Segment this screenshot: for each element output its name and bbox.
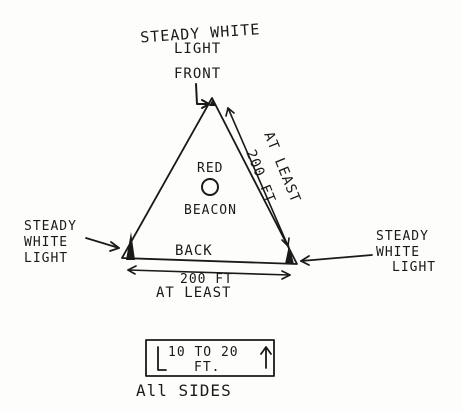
front-label: FRONT bbox=[174, 66, 221, 82]
box-label-line2: FT. bbox=[194, 360, 220, 375]
base-measure-arrowhead-right bbox=[281, 270, 291, 280]
all-sides-label: All SIDES bbox=[136, 381, 232, 400]
front-light-marker bbox=[209, 99, 216, 106]
side-measure-line bbox=[227, 107, 289, 247]
base-measure-label-line2: AT LEAST bbox=[156, 285, 231, 301]
front-light-label-line2: LIGHT bbox=[174, 41, 221, 57]
back-label: BACK bbox=[175, 243, 213, 259]
spacing-box-down-mark bbox=[157, 346, 167, 371]
base-measure-label-line1: 200 FT bbox=[180, 272, 233, 287]
spacing-box-up-arrow bbox=[260, 346, 272, 369]
base-measure-arrowhead-left bbox=[127, 265, 137, 275]
center-label-line1: RED bbox=[197, 161, 223, 176]
base-measure-line bbox=[127, 269, 291, 276]
right-light-label-line2: WHITE bbox=[376, 245, 420, 260]
front-pointer-arrow bbox=[195, 83, 209, 105]
right-light-arrowhead bbox=[300, 255, 310, 266]
center-label-line2: BEACON bbox=[184, 203, 237, 218]
left-light-label-line2: WHITE bbox=[24, 235, 68, 250]
left-light-label-line1: STEADY bbox=[24, 219, 77, 234]
red-beacon-circle bbox=[201, 178, 219, 196]
spacing-box bbox=[145, 339, 275, 377]
left-light-label-line3: LIGHT bbox=[24, 251, 68, 266]
left-light-arrow bbox=[85, 237, 120, 249]
triangle-outline bbox=[121, 97, 298, 265]
right-light-label-line3: LIGHT bbox=[392, 260, 436, 275]
right-light-label-line1: STEADY bbox=[376, 229, 429, 244]
left-light-arrowhead bbox=[109, 241, 120, 252]
right-light-arrow bbox=[300, 254, 373, 262]
left-light-marker bbox=[126, 232, 135, 260]
side-measure-arrowhead-top bbox=[225, 107, 235, 117]
box-label-line1: 10 TO 20 bbox=[168, 345, 239, 360]
side-measure-arrowhead-bottom bbox=[281, 237, 290, 247]
right-light-marker bbox=[285, 245, 294, 264]
